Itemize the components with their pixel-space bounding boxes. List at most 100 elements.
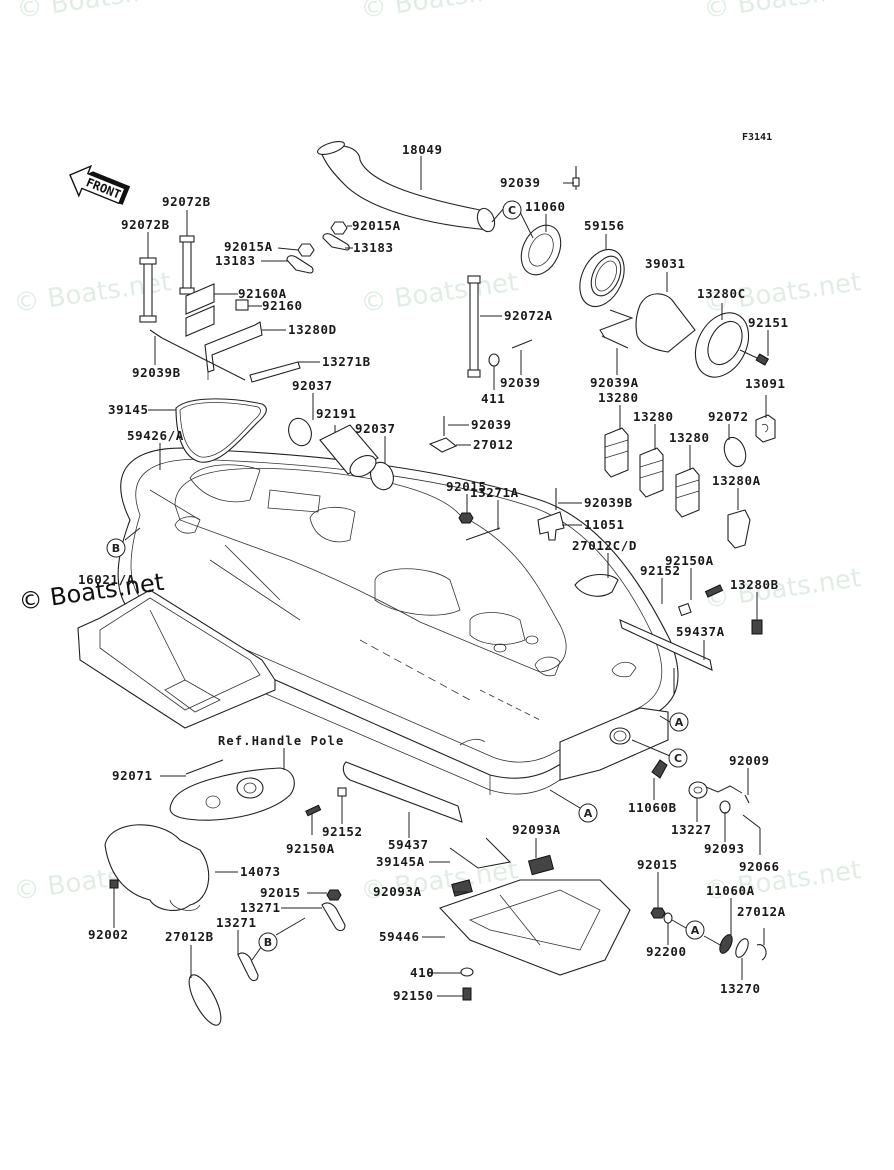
- part-label-92093A[interactable]: 92093A: [512, 822, 561, 837]
- part-label-39145[interactable]: 39145: [108, 402, 149, 417]
- part-label-13280[interactable]: 13280: [598, 390, 639, 405]
- part-label-92093[interactable]: 92093: [704, 841, 745, 856]
- part-label-92037[interactable]: 92037: [292, 378, 333, 393]
- svg-text:C: C: [674, 752, 682, 765]
- bolt-92150: [462, 987, 472, 1001]
- part-label-13280A[interactable]: 13280A: [712, 473, 761, 488]
- cover-39031: [635, 293, 696, 353]
- rivet-92039B: [149, 329, 163, 339]
- watermark: © Boats.net: [15, 0, 176, 25]
- part-label-13280B[interactable]: 13280B: [730, 577, 779, 592]
- part-label-92015[interactable]: 92015: [637, 857, 678, 872]
- part-label-92039[interactable]: 92039: [500, 175, 541, 190]
- part-label-27012B[interactable]: 27012B: [165, 929, 214, 944]
- part-label-92009[interactable]: 92009: [729, 753, 770, 768]
- part-label-92072[interactable]: 92072: [708, 409, 749, 424]
- part-label-92200[interactable]: 92200: [646, 944, 687, 959]
- pad-92093A-1: [527, 854, 555, 876]
- part-label-92015[interactable]: 92015: [446, 479, 487, 494]
- nut-92015A-1: [297, 243, 315, 257]
- part-label-13183[interactable]: 13183: [215, 253, 256, 268]
- part-label-92066[interactable]: 92066: [739, 859, 780, 874]
- part-label-11060[interactable]: 11060: [525, 199, 566, 214]
- part-label-59437[interactable]: 59437: [388, 837, 429, 852]
- part-label-13227[interactable]: 13227: [671, 822, 712, 837]
- part-label-92191[interactable]: 92191: [316, 406, 357, 421]
- part-label-92150A[interactable]: 92150A: [665, 553, 714, 568]
- part-label-14073[interactable]: 14073: [240, 864, 281, 879]
- part-label-13280[interactable]: 13280: [633, 409, 674, 424]
- clamp-92037-2: [370, 461, 394, 491]
- part-label-92160[interactable]: 92160: [262, 298, 303, 313]
- screw-92002: [109, 879, 119, 889]
- part-label-39145A[interactable]: 39145A: [376, 854, 425, 869]
- strap-92072B-1: [179, 235, 195, 295]
- part-label-59437A[interactable]: 59437A: [676, 624, 725, 639]
- part-label-410[interactable]: 410: [410, 965, 434, 980]
- part-label-13280C[interactable]: 13280C: [697, 286, 746, 301]
- part-label-92072B[interactable]: 92072B: [121, 217, 170, 232]
- part-label-92039[interactable]: 92039: [471, 417, 512, 432]
- part-label-92150A[interactable]: 92150A: [286, 841, 335, 856]
- part-label-92002[interactable]: 92002: [88, 927, 129, 942]
- part-label-27012[interactable]: 27012: [473, 437, 514, 452]
- part-label-92015[interactable]: 92015: [260, 885, 301, 900]
- part-label-92039B[interactable]: 92039B: [584, 495, 633, 510]
- part-label-13091[interactable]: 13091: [745, 376, 786, 391]
- part-label-13280[interactable]: 13280: [669, 430, 710, 445]
- ref-marker-A-upper: A: [659, 712, 689, 732]
- part-label-13271A[interactable]: 13271A: [470, 485, 519, 500]
- part-label-92152[interactable]: 92152: [640, 563, 681, 578]
- part-label-13271B[interactable]: 13271B: [322, 354, 371, 369]
- part-label-27012CD[interactable]: 27012C/D: [572, 538, 637, 553]
- part-label-92072B[interactable]: 92072B: [162, 194, 211, 209]
- part-label-11060B[interactable]: 11060B: [628, 800, 677, 815]
- plate-13271-1: [321, 902, 346, 932]
- part-label-18049[interactable]: 18049: [402, 142, 443, 157]
- part-label-92093A[interactable]: 92093A: [373, 884, 422, 899]
- part-label-92015A[interactable]: 92015A: [224, 239, 273, 254]
- watermark: © Boats.net: [702, 855, 863, 907]
- grip-92071: [185, 759, 224, 775]
- part-label-92039[interactable]: 92039: [500, 375, 541, 390]
- plate-13183-1: [286, 255, 314, 274]
- gasket-11060: [520, 224, 562, 276]
- part-label-39031[interactable]: 39031: [645, 256, 686, 271]
- plate-13183-2: [322, 233, 350, 251]
- part-label-92150[interactable]: 92150: [393, 988, 434, 1003]
- part-label-13271[interactable]: 13271: [216, 915, 257, 930]
- part-label-11051[interactable]: 11051: [584, 517, 625, 532]
- svg-text:C: C: [508, 204, 516, 217]
- part-label-92071[interactable]: 92071: [112, 768, 153, 783]
- part-label-92151[interactable]: 92151: [748, 315, 789, 330]
- flange-59156: [579, 248, 625, 308]
- part-label-27012A[interactable]: 27012A: [737, 904, 786, 919]
- part-label-92160A[interactable]: 92160A: [238, 286, 287, 301]
- part-label-11060A[interactable]: 11060A: [706, 883, 755, 898]
- part-label-92072A[interactable]: 92072A: [504, 308, 553, 323]
- part-label-92152[interactable]: 92152: [322, 824, 363, 839]
- part-label-59426A[interactable]: 59426/A: [127, 428, 184, 443]
- part-label-59156[interactable]: 59156: [584, 218, 625, 233]
- bolt-92151: [739, 349, 770, 366]
- part-label-59446[interactable]: 59446: [379, 929, 420, 944]
- gasket-11060A: [719, 934, 733, 954]
- part-label-92037[interactable]: 92037: [355, 421, 396, 436]
- ref-marker-B-left: B: [106, 527, 141, 558]
- part-label-92039A[interactable]: 92039A: [590, 375, 639, 390]
- figure-code: F3141: [742, 132, 772, 143]
- part-label-13270[interactable]: 13270: [720, 981, 761, 996]
- band-92072: [723, 436, 747, 468]
- part-label-92039B[interactable]: 92039B: [132, 365, 181, 380]
- svg-text:A: A: [584, 807, 593, 820]
- part-label-13183[interactable]: 13183: [353, 240, 394, 255]
- part-label-13271[interactable]: 13271: [240, 900, 281, 915]
- part-label-16021A[interactable]: 16021/A: [78, 572, 135, 587]
- rail-59437: [342, 761, 463, 823]
- part-label-411[interactable]: 411: [481, 391, 505, 406]
- part-label-13280D[interactable]: 13280D: [288, 322, 337, 337]
- svg-text:A: A: [675, 716, 684, 729]
- leader-lines: [113, 156, 769, 997]
- part-label-92015A[interactable]: 92015A: [352, 218, 401, 233]
